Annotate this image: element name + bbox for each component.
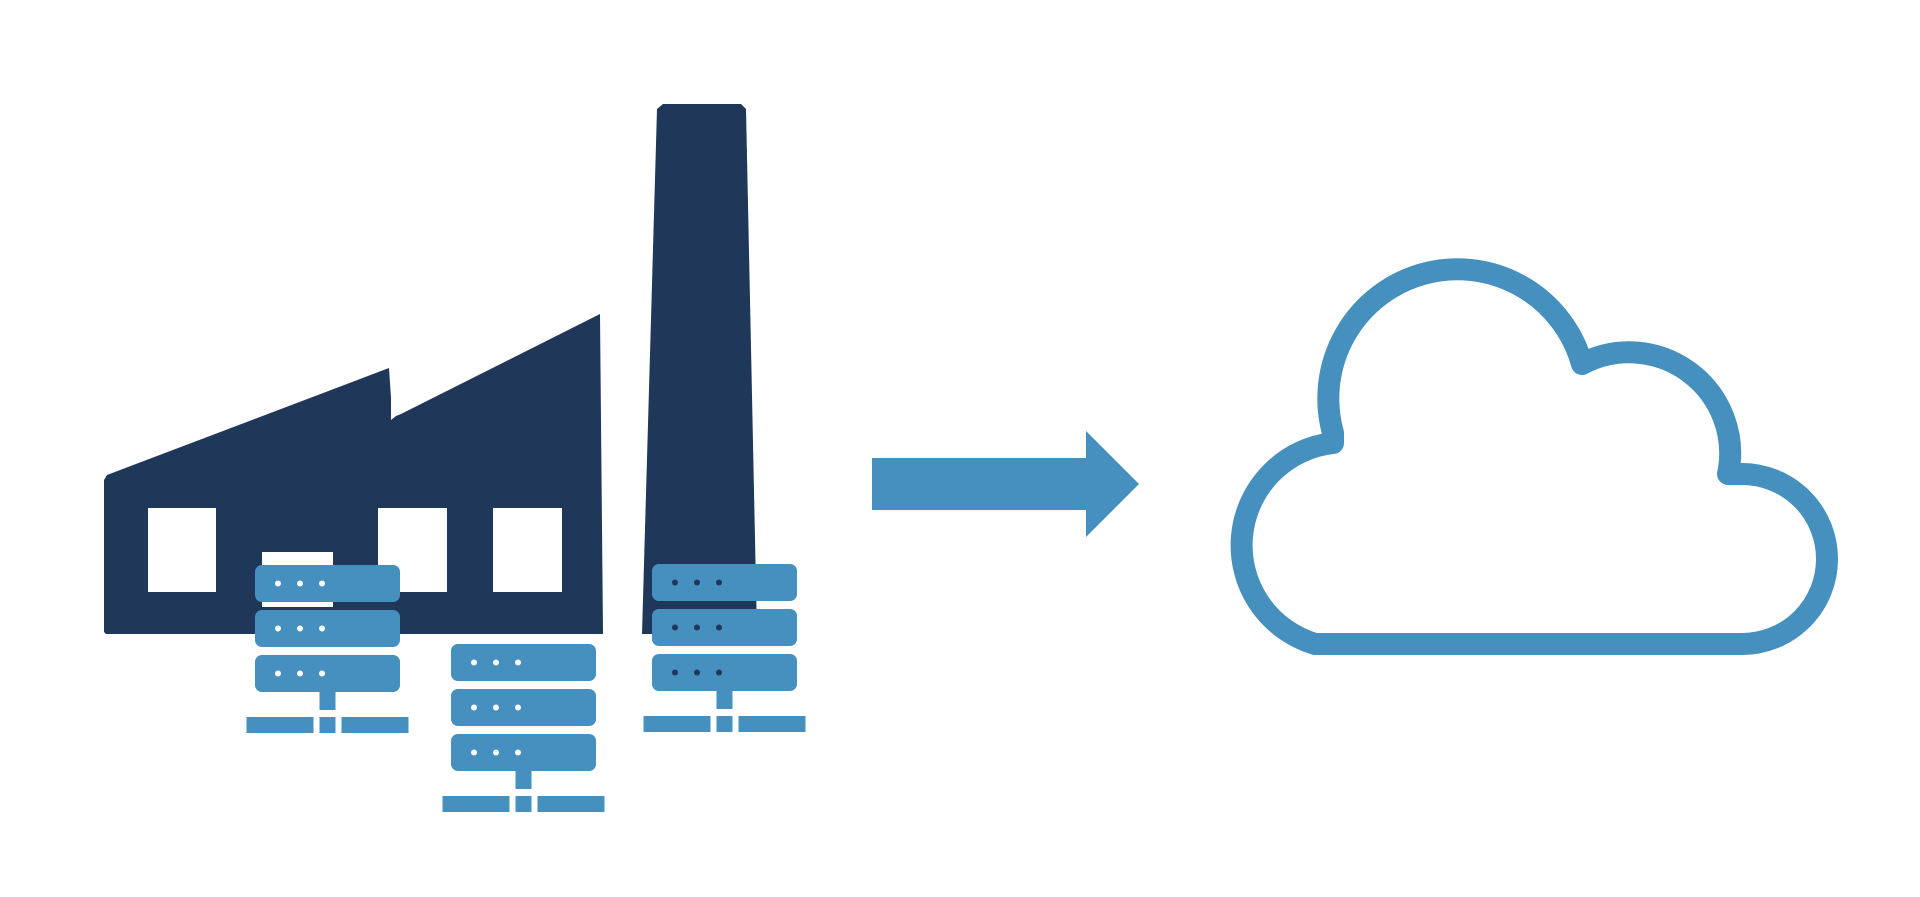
server-unit — [451, 644, 596, 681]
server-unit — [255, 655, 400, 692]
server-led — [275, 625, 281, 632]
server-connector — [515, 771, 532, 789]
server-led — [275, 580, 281, 587]
server-unit — [255, 565, 400, 602]
server-led — [297, 670, 303, 677]
server-led — [319, 670, 325, 677]
network-bar — [643, 716, 711, 732]
server-led — [493, 749, 499, 756]
server-unit — [451, 734, 596, 771]
server-led — [515, 749, 521, 756]
server-led — [672, 624, 678, 631]
network-bar — [515, 796, 532, 812]
server-unit — [451, 689, 596, 726]
factory-window — [493, 508, 562, 592]
network-bar — [738, 716, 806, 732]
server-unit — [652, 609, 797, 646]
factory-window — [148, 508, 216, 592]
server-rack-icon — [643, 564, 806, 732]
server-connector — [319, 692, 336, 710]
server-led — [471, 659, 477, 666]
server-unit — [652, 654, 797, 691]
server-led — [716, 669, 722, 676]
factory-body — [104, 314, 603, 634]
server-rack-icon — [246, 565, 409, 733]
server-unit — [255, 610, 400, 647]
server-led — [716, 624, 722, 631]
server-led — [297, 625, 303, 632]
server-led — [319, 580, 325, 587]
server-led — [694, 579, 700, 586]
network-bar — [246, 717, 314, 733]
network-bar — [319, 717, 336, 733]
factory-icon — [104, 104, 757, 634]
server-connector — [716, 691, 733, 709]
server-led — [471, 749, 477, 756]
server-led — [471, 704, 477, 711]
server-led — [493, 704, 499, 711]
arrow-right-icon — [872, 431, 1139, 537]
server-rack-icon — [442, 644, 605, 812]
network-bar — [341, 717, 409, 733]
server-led — [694, 669, 700, 676]
server-racks — [246, 564, 806, 812]
server-led — [672, 579, 678, 586]
server-led — [493, 659, 499, 666]
server-led — [515, 659, 521, 666]
server-led — [297, 580, 303, 587]
network-bar — [442, 796, 510, 812]
server-led — [672, 669, 678, 676]
factory-chimney — [642, 104, 757, 634]
cloud-icon — [1230, 258, 1838, 655]
server-led — [515, 704, 521, 711]
server-led — [319, 625, 325, 632]
network-bar — [716, 716, 733, 732]
server-led — [716, 579, 722, 586]
server-led — [694, 624, 700, 631]
server-led — [275, 670, 281, 677]
server-unit — [652, 564, 797, 601]
network-bar — [537, 796, 605, 812]
